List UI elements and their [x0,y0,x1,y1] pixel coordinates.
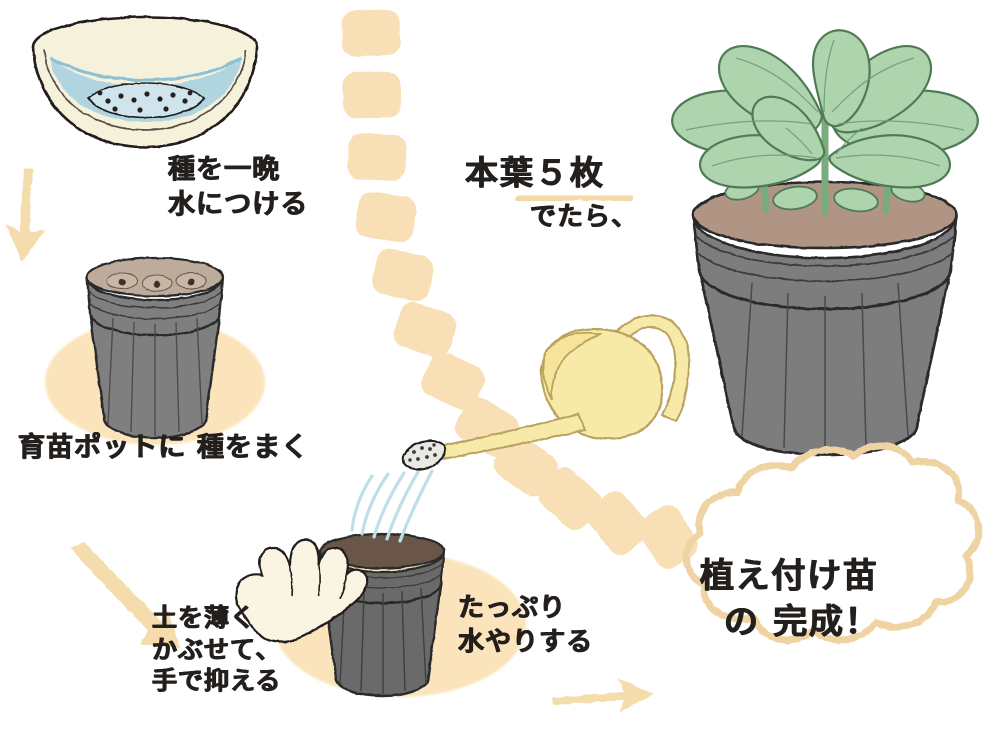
soaking-seeds [97,90,193,113]
sprinkler-holes [408,443,437,462]
dashed-curved-path [341,9,698,569]
caption-true-leaves: 本葉５枚 [465,153,605,192]
caption-done-line1: 植え付け苗 [700,556,879,596]
caption-water-well: たっぷり 水やりする [458,593,594,657]
caption-done-line2: の 完成！ [724,601,881,642]
caption-cover-soil: 土を薄く かぶせて､ 手で抑える [152,603,282,695]
caption-sow-seeds: 育苗ポットに 種をまく [18,432,310,463]
pot-ribs [107,317,203,436]
true-leaves-underline [515,192,633,204]
water-streams [350,469,434,543]
yellow-watering-can [401,314,691,471]
watered-pot [318,532,446,698]
arrow-right [552,678,654,712]
seedling-plant [671,29,979,216]
caption-then: でたら、 [530,202,639,232]
seedling-pot-with-seeds [85,256,225,440]
sown-seeds [106,272,207,292]
pot-ribs [339,587,427,694]
cloud-speech-bubble [682,442,983,644]
seed-soaking-bowl [31,15,259,149]
arrow-down [6,168,45,262]
caption-soak-seeds: 種を一晩 水につける [168,154,309,221]
arrow-down-right [70,542,180,648]
caption-done: 植え付け苗の 完成！ [700,554,880,646]
pot-ribs [741,282,909,452]
large-planting-pot [691,180,959,457]
pressing-hand [234,538,369,644]
